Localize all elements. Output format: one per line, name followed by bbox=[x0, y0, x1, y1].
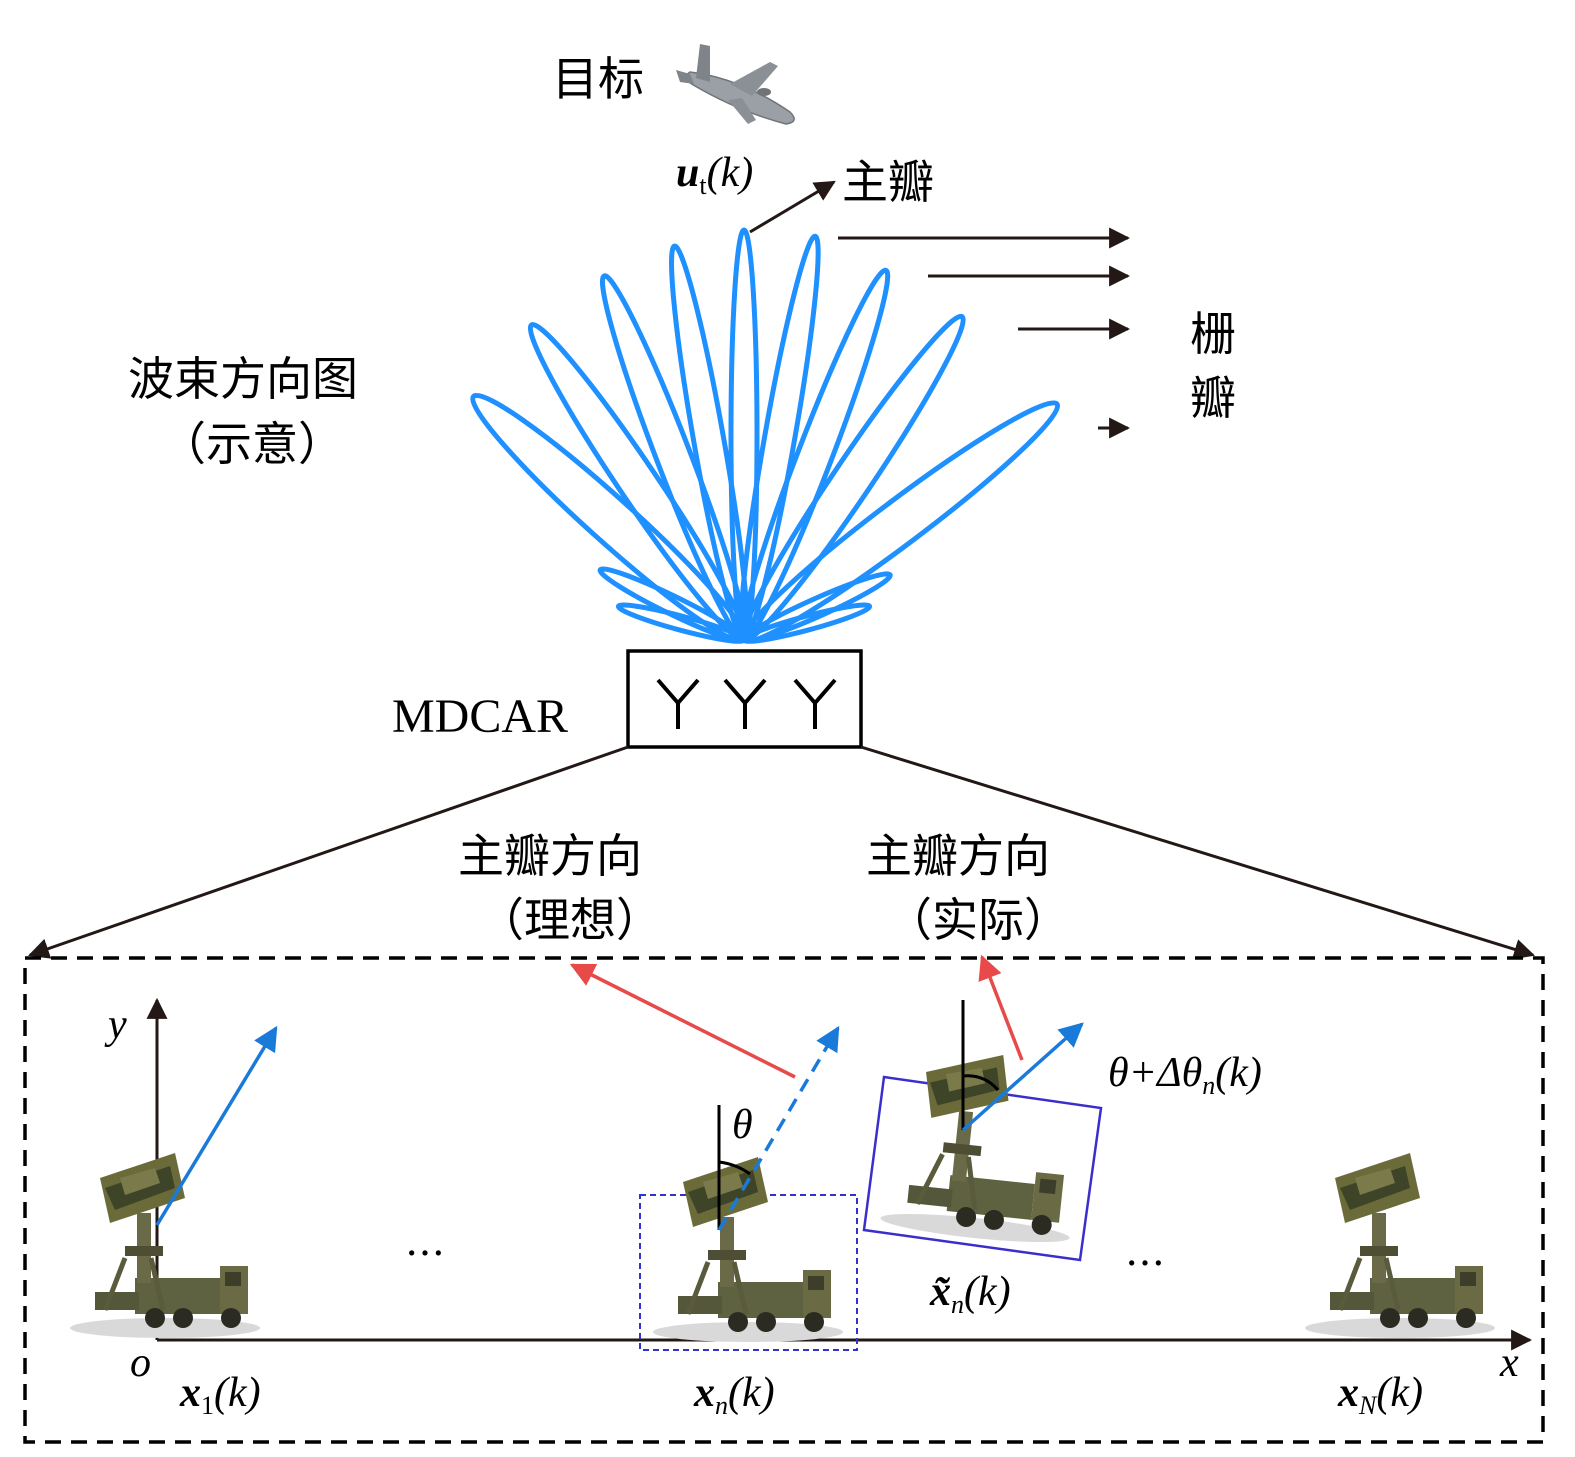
position-label-radar-n-tilde: x̃n(k) bbox=[929, 1269, 1011, 1319]
position-label-radar-n: xn(k) bbox=[693, 1370, 775, 1420]
x1-subscript: 1 bbox=[201, 1391, 214, 1420]
xN-symbol: x bbox=[1337, 1370, 1359, 1416]
antenna-icon bbox=[656, 678, 837, 729]
grating-lobe-label-line2: 瓣 bbox=[1190, 371, 1236, 425]
xN-subscript: N bbox=[1358, 1391, 1378, 1420]
radar-truck-icon bbox=[653, 1157, 843, 1342]
theta-delta-symbol: θ+Δθ bbox=[1108, 1050, 1202, 1096]
xtilde-argument: (k) bbox=[964, 1269, 1011, 1315]
zoom-line-left bbox=[28, 745, 629, 959]
beam-pattern bbox=[470, 227, 1061, 644]
u-symbol: u bbox=[676, 150, 699, 196]
theta-angle-arc bbox=[718, 1160, 751, 1176]
zoom-line-right bbox=[860, 745, 1536, 960]
actual-direction-label-line1: 主瓣方向 bbox=[866, 829, 1050, 883]
xn-symbol: x bbox=[693, 1370, 715, 1416]
beam-pattern-label-line1: 波束方向图 bbox=[128, 352, 358, 406]
array-zoom-panel bbox=[23, 956, 1545, 1444]
theta-delta-subscript: n bbox=[1202, 1071, 1215, 1100]
actual-direction-label-line2: （实际） bbox=[886, 893, 1070, 947]
theta-delta-argument: (k) bbox=[1215, 1050, 1262, 1096]
beam-pattern-label-line2: （示意） bbox=[160, 417, 344, 471]
main-lobe-vector-label: ut(k) bbox=[676, 150, 753, 200]
xn-argument: (k) bbox=[728, 1370, 775, 1416]
beam-arrow-radar-1 bbox=[155, 1025, 278, 1226]
x1-argument: (k) bbox=[214, 1370, 261, 1416]
airplane-icon bbox=[676, 44, 795, 125]
u-subscript: t bbox=[699, 171, 707, 200]
radar-truck-icon bbox=[70, 1153, 260, 1338]
xtilde-symbol: x̃ bbox=[929, 1269, 951, 1315]
xtilde-subscript: n bbox=[951, 1290, 964, 1319]
grating-lobe-label-line1: 栅 bbox=[1190, 307, 1236, 361]
ellipsis-left: … bbox=[405, 1219, 445, 1265]
x1-symbol: x bbox=[179, 1370, 201, 1416]
position-label-radar-1: x1(k) bbox=[179, 1370, 261, 1420]
main-lobe-pointer-arrow bbox=[749, 180, 836, 234]
position-label-radar-N: xN(k) bbox=[1337, 1370, 1423, 1420]
radar-array-box bbox=[626, 649, 863, 749]
lobe-right-6 bbox=[741, 602, 873, 644]
theta-delta-label: θ+Δθn(k) bbox=[1108, 1050, 1262, 1100]
ideal-direction-label-line1: 主瓣方向 bbox=[458, 829, 642, 883]
theta-label: θ bbox=[732, 1102, 753, 1148]
xn-subscript: n bbox=[715, 1391, 728, 1420]
theta-delta-angle-arc bbox=[962, 1074, 1000, 1092]
radar-label: MDCAR bbox=[392, 690, 568, 743]
origin-label: o bbox=[130, 1340, 151, 1386]
target-label: 目标 bbox=[552, 52, 644, 106]
ideal-radar-box bbox=[639, 1194, 858, 1351]
main-lobe-label: 主瓣 bbox=[842, 155, 934, 209]
beam-arrow-ideal-dashed bbox=[717, 1025, 840, 1231]
x-axis-label: x bbox=[1499, 1340, 1519, 1386]
beam-arrow-actual bbox=[961, 1022, 1084, 1132]
u-argument: (k) bbox=[707, 150, 754, 196]
ideal-main-lobe-arrow bbox=[569, 963, 796, 1079]
y-axis-label: y bbox=[104, 1002, 127, 1048]
ellipsis-right: … bbox=[1125, 1229, 1165, 1275]
radar-truck-icon bbox=[1305, 1153, 1495, 1338]
ideal-direction-label-line2: （理想） bbox=[478, 893, 662, 947]
actual-main-lobe-arrow bbox=[978, 954, 1024, 1061]
xN-argument: (k) bbox=[1376, 1370, 1423, 1416]
